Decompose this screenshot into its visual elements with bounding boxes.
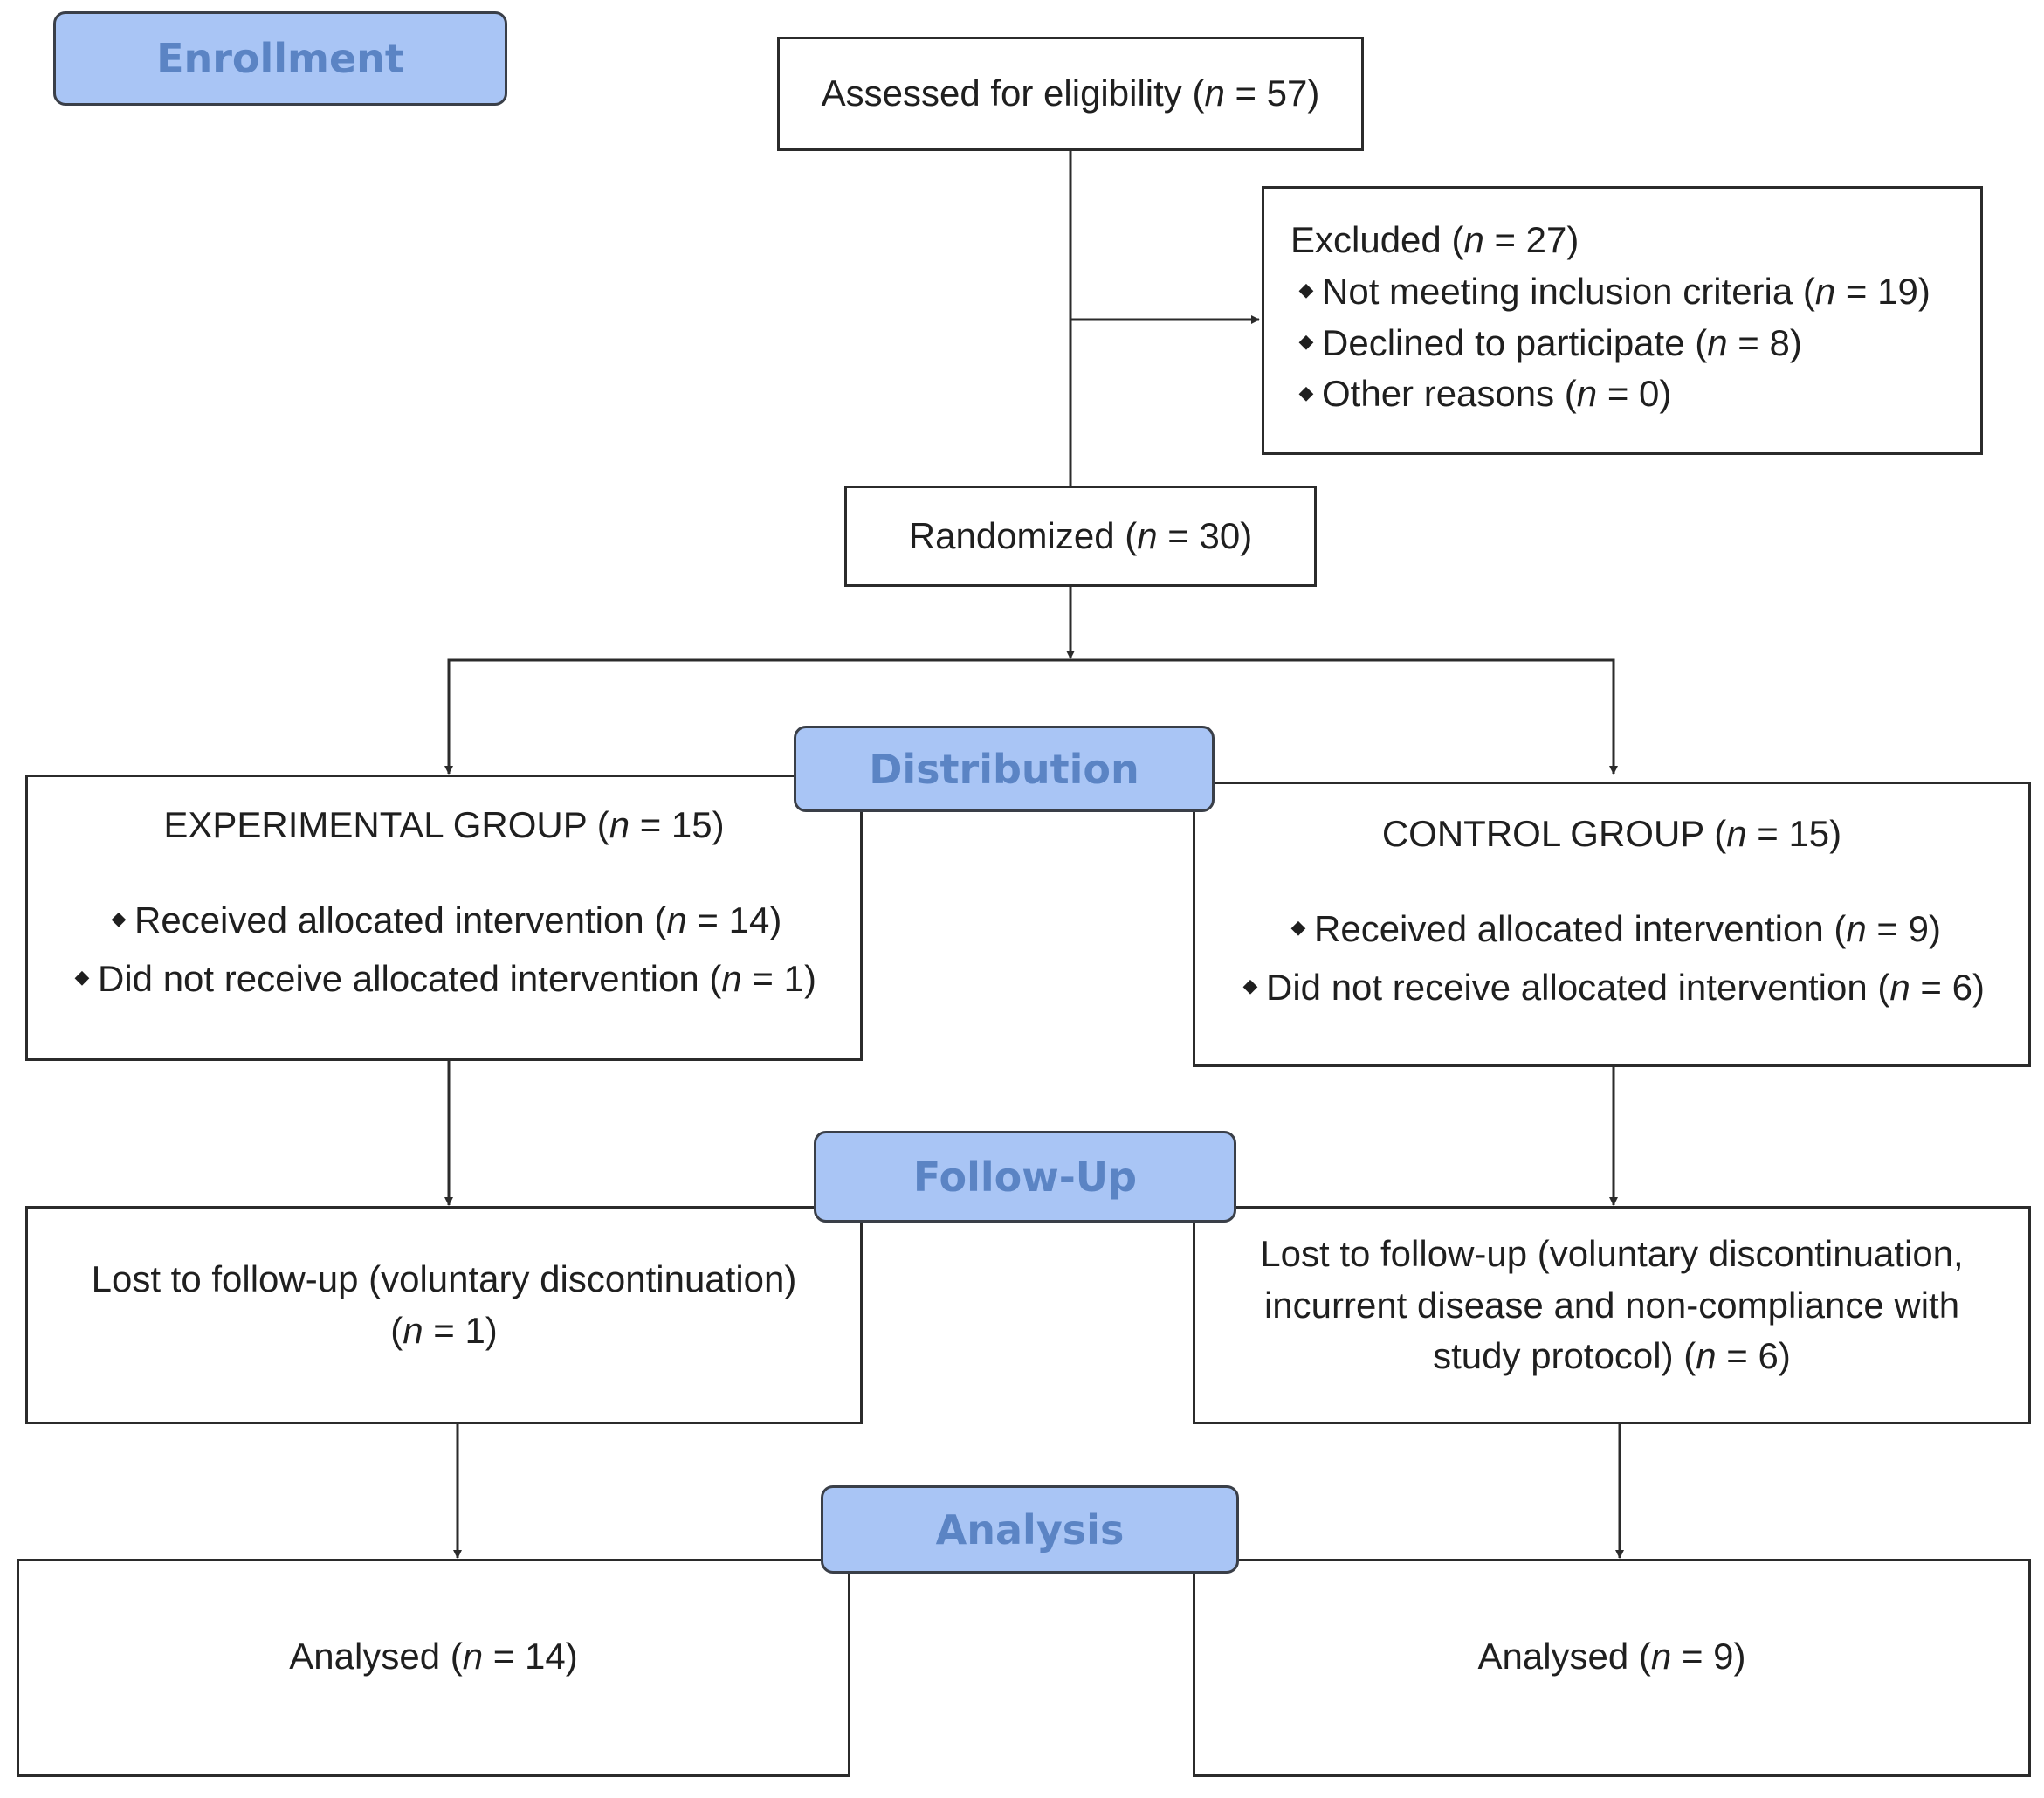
control-title: CONTROL GROUP (n = 15) — [1381, 813, 1842, 854]
experimental-followup-line1: Lost to follow-up (voluntary discontinua… — [91, 1258, 797, 1300]
experimental-analysed-n: 14 — [524, 1636, 566, 1677]
control-analysis-box: Analysed (n = 9) — [1193, 1559, 2031, 1777]
control-item-label: Received allocated intervention — [1314, 907, 1824, 949]
assessed-n: 57 — [1266, 72, 1308, 114]
control-item: ◆Received allocated intervention (n = 9) — [1195, 904, 2028, 955]
control-followup-n: 6 — [1758, 1335, 1779, 1377]
control-followup-line3-label: study protocol) — [1433, 1335, 1674, 1377]
excluded-n: 27 — [1525, 219, 1567, 260]
experimental-followup-box: Lost to follow-up (voluntary discontinua… — [25, 1206, 863, 1424]
control-title-label: CONTROL GROUP — [1381, 813, 1704, 854]
n-symbol: n — [666, 899, 687, 940]
excluded-label: Excluded — [1290, 219, 1442, 260]
n-symbol: n — [721, 957, 742, 999]
assessed-label: Assessed for eligibility — [821, 72, 1182, 114]
control-n: 15 — [1788, 813, 1830, 854]
assessed-box: Assessed for eligibility (n = 57) — [777, 37, 1364, 151]
control-analysed-text: Analysed (n = 9) — [1477, 1636, 1746, 1677]
control-item-n: 9 — [1908, 907, 1929, 949]
connector-split — [447, 658, 1615, 774]
n-symbol: n — [1137, 514, 1158, 556]
experimental-followup-n-line: (n = 1) — [390, 1310, 498, 1351]
experimental-group-box: EXPERIMENTAL GROUP (n = 15) ◆ Received al… — [25, 775, 863, 1061]
n-symbol: n — [1463, 219, 1484, 260]
experimental-item: ◆Did not receive allocated intervention … — [28, 954, 860, 1005]
n-symbol: n — [1576, 373, 1598, 415]
n-symbol: n — [1846, 907, 1867, 949]
excluded-reason: ◆Not meeting inclusion criteria (n = 19) — [1290, 266, 1980, 318]
n-symbol: n — [403, 1310, 423, 1351]
stage-distribution-label: Distribution — [869, 745, 1139, 793]
stage-distribution: Distribution — [794, 726, 1215, 812]
stage-analysis: Analysis — [821, 1485, 1239, 1574]
n-symbol: n — [1889, 966, 1910, 1008]
randomized-label: Randomized — [908, 514, 1115, 556]
excluded-title: Excluded (n = 27) — [1290, 219, 1579, 260]
experimental-analysed-label: Analysed — [289, 1636, 441, 1677]
excluded-reason-label: Other reasons — [1322, 373, 1555, 415]
bullet-icon: ◆ — [1242, 975, 1258, 997]
n-symbol: n — [1650, 1636, 1672, 1677]
experimental-analysis-box: Analysed (n = 14) — [17, 1559, 850, 1777]
bullet-icon: ◆ — [111, 907, 127, 930]
excluded-reason: ◆Declined to participate (n = 8) — [1290, 318, 1980, 369]
experimental-item-n: 1 — [783, 957, 804, 999]
excluded-reason: ◆Other reasons (n = 0) — [1290, 369, 1980, 420]
control-followup-line1: Lost to follow-up (voluntary discontinua… — [1260, 1232, 1964, 1274]
excluded-reason-n: 8 — [1769, 321, 1790, 363]
bullet-icon: ◆ — [1298, 381, 1314, 403]
control-followup-line2: incurrent disease and non-compliance wit… — [1263, 1284, 1960, 1326]
stage-follow-up: Follow-Up — [814, 1131, 1236, 1223]
experimental-item-n: 14 — [728, 899, 770, 940]
n-symbol: n — [1707, 321, 1728, 363]
control-followup-box: Lost to follow-up (voluntary discontinua… — [1193, 1206, 2031, 1424]
experimental-n: 15 — [671, 804, 712, 845]
control-item-label: Did not receive allocated intervention — [1266, 966, 1868, 1008]
excluded-reason-label: Declined to participate — [1322, 321, 1685, 363]
experimental-item-label: Received allocated intervention — [134, 899, 644, 940]
n-symbol: n — [462, 1636, 484, 1677]
control-item: ◆Did not receive allocated intervention … — [1195, 962, 2028, 1014]
n-symbol: n — [1696, 1335, 1717, 1377]
control-item-n: 6 — [1951, 966, 1972, 1008]
bullet-icon: ◆ — [1298, 330, 1314, 353]
randomized-n: 30 — [1199, 514, 1241, 556]
excluded-box: Excluded (n = 27) ◆ Not meeting inclusion… — [1262, 186, 1983, 455]
excluded-reason-label: Not meeting inclusion criteria — [1322, 270, 1793, 312]
control-analysed-n: 9 — [1713, 1636, 1734, 1677]
assessed-text: Assessed for eligibility (n = 57) — [821, 72, 1320, 114]
stage-follow-up-label: Follow-Up — [912, 1153, 1138, 1201]
stage-analysis-label: Analysis — [935, 1505, 1125, 1553]
experimental-followup-n: 1 — [465, 1310, 485, 1351]
bullet-icon: ◆ — [1290, 916, 1306, 939]
excluded-reason-n: 19 — [1877, 270, 1918, 312]
control-group-box: CONTROL GROUP (n = 15) ◆ Received allocat… — [1193, 782, 2031, 1067]
experimental-analysed-text: Analysed (n = 14) — [289, 1636, 578, 1677]
n-symbol: n — [1814, 270, 1836, 312]
n-symbol: n — [609, 804, 630, 845]
stage-enrollment: Enrollment — [53, 11, 507, 106]
control-followup-line3: study protocol) (n = 6) — [1433, 1335, 1791, 1377]
n-symbol: n — [1204, 72, 1225, 114]
excluded-reason-n: 0 — [1639, 373, 1660, 415]
experimental-item: ◆Received allocated intervention (n = 14… — [28, 895, 860, 947]
control-analysed-label: Analysed — [1477, 1636, 1629, 1677]
randomized-text: Randomized (n = 30) — [908, 514, 1253, 556]
experimental-title-label: EXPERIMENTAL GROUP — [163, 804, 588, 845]
randomized-box: Randomized (n = 30) — [844, 486, 1317, 587]
bullet-icon: ◆ — [1298, 279, 1314, 301]
stage-enrollment-label: Enrollment — [156, 35, 404, 82]
experimental-title: EXPERIMENTAL GROUP (n = 15) — [163, 804, 725, 845]
n-symbol: n — [1726, 813, 1747, 854]
experimental-item-label: Did not receive allocated intervention — [98, 957, 699, 999]
bullet-icon: ◆ — [74, 966, 90, 989]
